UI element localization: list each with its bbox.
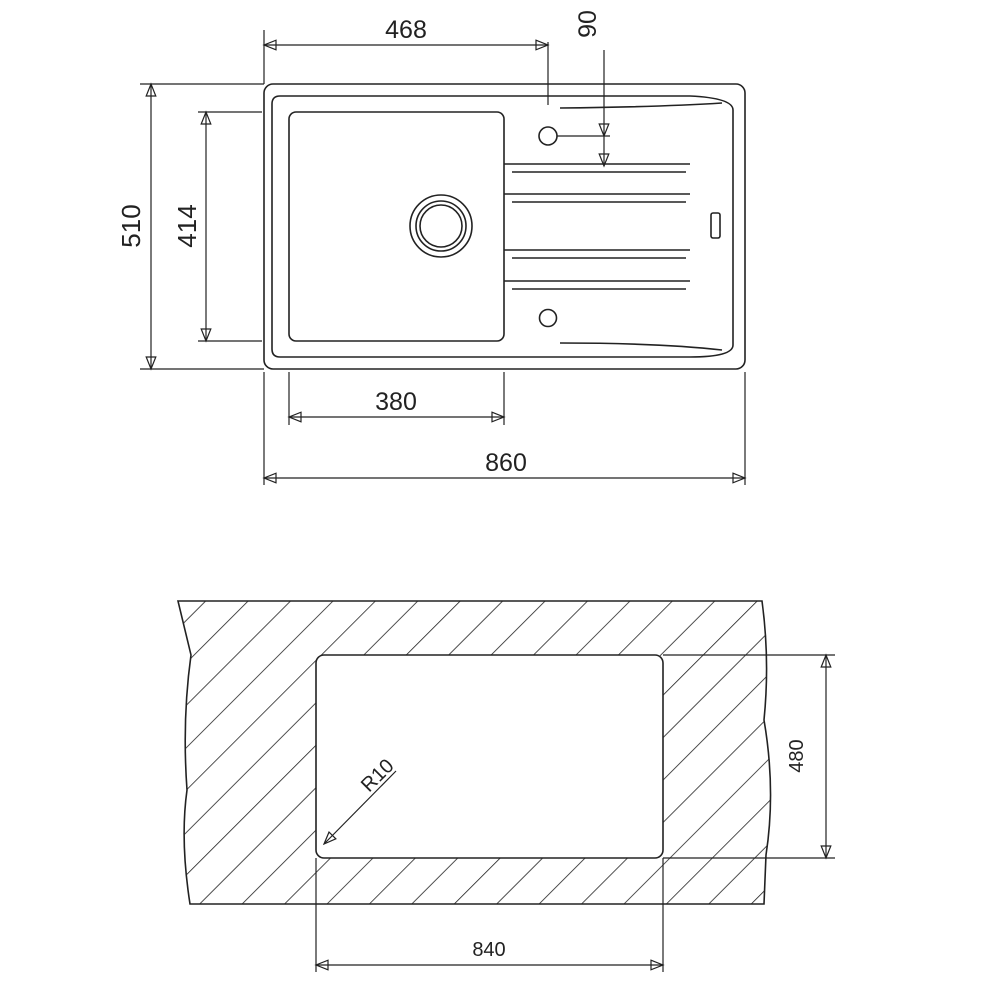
sink-outer-rim — [263, 83, 746, 370]
top-view — [263, 83, 746, 370]
drainer-bottom-curve — [559, 342, 723, 351]
label-468: 468 — [385, 16, 427, 44]
worktop-hatching — [178, 601, 771, 904]
overflow-hole-icon — [538, 308, 558, 328]
cutout-view — [176, 600, 772, 905]
radius-leader — [322, 770, 397, 846]
label-480: 480 — [786, 739, 808, 772]
cutout-outline — [315, 654, 664, 859]
label-840: 840 — [472, 939, 505, 961]
label-380: 380 — [375, 388, 417, 416]
worktop-outline — [176, 600, 772, 905]
drainer-top-curve — [559, 102, 723, 109]
drainer-slot-icon — [710, 212, 721, 239]
bowl-outline — [288, 111, 505, 342]
label-510: 510 — [116, 204, 146, 247]
top-view-labels: 468 90 510 414 380 860 — [116, 10, 602, 477]
label-860: 860 — [485, 449, 527, 477]
cutout-dimensions — [314, 653, 835, 972]
drainer-grooves — [504, 163, 690, 290]
tap-hole-icon — [538, 126, 558, 146]
drain-icon — [409, 194, 473, 258]
top-view-dimensions — [140, 30, 747, 485]
sink-inner-rim — [271, 95, 734, 358]
label-414: 414 — [172, 204, 202, 247]
label-90: 90 — [574, 10, 602, 38]
